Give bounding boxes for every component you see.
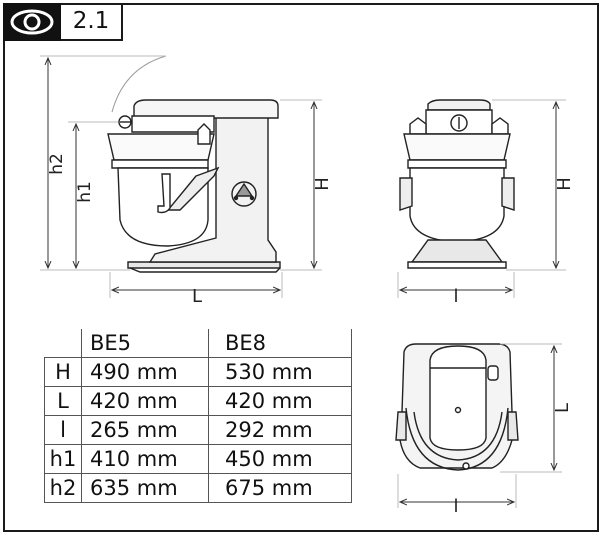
cell-be5: 490 mm xyxy=(81,357,209,387)
section-number: 2.1 xyxy=(61,3,123,41)
row-label: L xyxy=(44,386,82,416)
cell-be8: 420 mm xyxy=(208,386,352,416)
dim-label-side-H: H xyxy=(312,177,333,191)
table-row: L 420 mm 420 mm xyxy=(44,386,352,416)
section-header: 2.1 xyxy=(3,3,123,41)
top-view-dimensions xyxy=(397,343,562,508)
dim-label-top-l: l xyxy=(453,496,458,517)
cell-be5: 420 mm xyxy=(81,386,209,416)
table-row: H 490 mm 530 mm xyxy=(44,357,352,387)
cell-be8: 292 mm xyxy=(208,415,352,445)
dim-label-side-L: L xyxy=(192,286,202,307)
top-view-mixer xyxy=(395,343,519,471)
row-label: h2 xyxy=(44,473,82,503)
side-view-mixer xyxy=(107,99,281,273)
cell-be8: 450 mm xyxy=(208,444,352,474)
dimensions-table: BE5 BE8 H 490 mm 530 mm L 420 mm 420 mm … xyxy=(44,329,352,503)
column-header-be5: BE5 xyxy=(81,329,209,358)
row-label: H xyxy=(44,357,82,387)
row-label: l xyxy=(44,415,82,445)
table-row: h1 410 mm 450 mm xyxy=(44,444,352,474)
cell-be5: 265 mm xyxy=(81,415,209,445)
table-row: h2 635 mm 675 mm xyxy=(44,473,352,503)
row-label: h1 xyxy=(44,444,82,474)
eye-icon xyxy=(10,9,54,35)
cell-be8: 675 mm xyxy=(208,473,352,503)
cell-be5: 635 mm xyxy=(81,473,209,503)
dim-label-h2: h2 xyxy=(47,153,67,175)
column-header-be8: BE8 xyxy=(208,329,352,358)
cell-be5: 410 mm xyxy=(81,444,209,474)
head-swing-arc xyxy=(111,55,167,113)
dim-label-h1: h1 xyxy=(75,181,95,203)
cell-be8: 530 mm xyxy=(208,357,352,387)
table-row: l 265 mm 292 mm xyxy=(44,415,352,445)
dim-label-front-l: l xyxy=(453,286,458,307)
view-icon-box xyxy=(3,3,61,41)
table-header-row: BE5 BE8 xyxy=(44,329,352,358)
dim-label-top-L: L xyxy=(552,403,573,413)
front-view-dimensions xyxy=(397,99,566,298)
front-view-mixer xyxy=(399,99,515,269)
side-view-dimensions xyxy=(40,55,322,298)
dim-label-front-H: H xyxy=(554,177,575,191)
